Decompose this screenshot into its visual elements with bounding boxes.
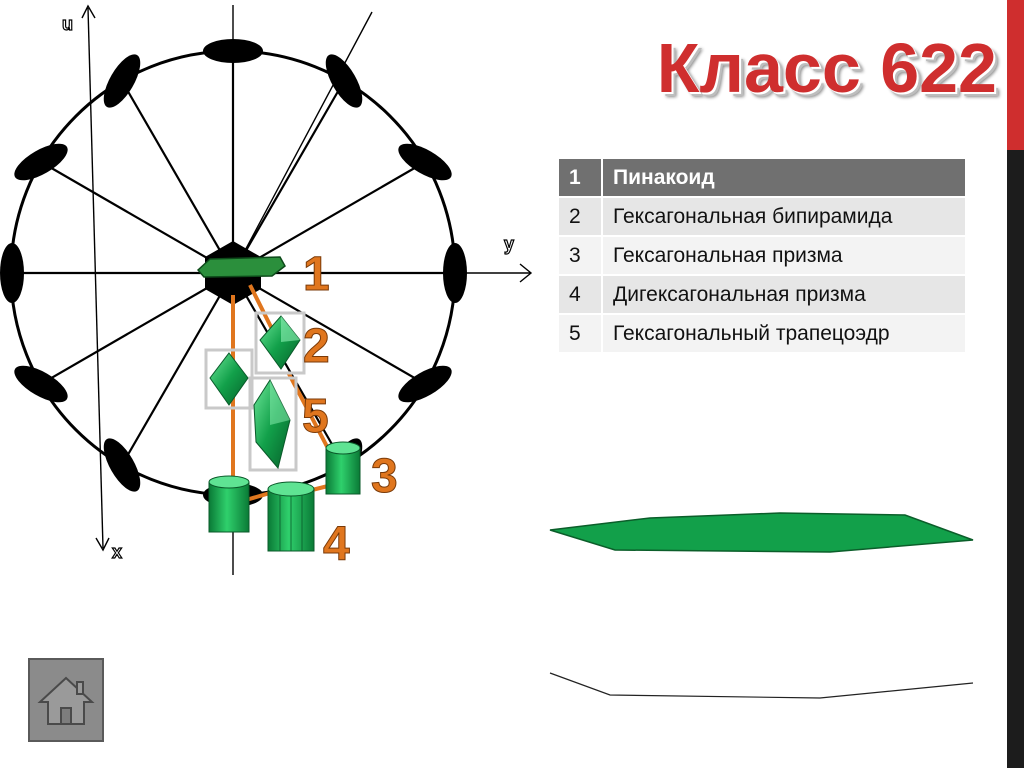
position-labels: 1 2 5 3 4	[302, 248, 399, 572]
connector-line	[245, 491, 271, 502]
stereographic-projection: u x y 1 2 5 3 4	[0, 4, 533, 575]
crystal-frame	[248, 376, 298, 472]
prism-top	[325, 441, 361, 455]
twofold-axis-mark	[203, 39, 263, 63]
hexagonal-prism-shape	[325, 441, 361, 495]
slide-frame-accent	[1007, 0, 1024, 150]
bipyramid-highlight	[281, 316, 300, 342]
form-number: 5	[559, 315, 603, 352]
position-label-1: 1	[303, 248, 330, 301]
form-number: 4	[559, 276, 603, 313]
hexagonal-prism-shape	[208, 475, 250, 533]
prism-top	[208, 475, 250, 489]
simple-forms-table: 1 Пинакоид 2 Гексагональная бипирамида 3…	[559, 157, 965, 354]
prism-body	[325, 447, 361, 495]
form-number: 1	[559, 159, 603, 196]
form-name: Дигексагональная призма	[603, 276, 965, 313]
dihexagonal-prism-shape	[267, 481, 315, 552]
axis-label-y: y	[504, 234, 514, 254]
connector-line	[248, 284, 277, 336]
twofold-axis-mark	[398, 365, 452, 403]
radial-line	[232, 161, 426, 274]
x-axis-arrow	[95, 537, 110, 552]
bipyramid-crystal	[259, 315, 301, 370]
radial-line	[40, 272, 234, 385]
slide-title: Класс 622	[656, 29, 997, 107]
table-row: 4 Дигексагональная призма	[559, 276, 965, 313]
form-name: Пинакоид	[603, 159, 965, 196]
form-number: 3	[559, 237, 603, 274]
radial-line	[232, 272, 426, 385]
prism-top	[267, 481, 315, 497]
table-row: 2 Гексагональная бипирамида	[559, 198, 965, 235]
radial-line	[40, 161, 234, 274]
position-label-3: 3	[371, 450, 398, 503]
radial-line	[232, 272, 345, 466]
twofold-axis-mark	[443, 243, 467, 303]
form-name: Гексагональная бипирамида	[603, 198, 965, 235]
table-row: 3 Гексагональная призма	[559, 237, 965, 274]
twofold-axis-mark	[14, 143, 68, 181]
pinacoid-bottom-face	[549, 672, 974, 699]
pinacoid-illustration	[549, 512, 974, 699]
y-axis-arrow	[519, 263, 533, 283]
form-number: 2	[559, 198, 603, 235]
table-row: 5 Гексагональный трапецоэдр	[559, 315, 965, 352]
twofold-axis-mark	[0, 243, 24, 303]
position-label-4: 4	[323, 518, 350, 571]
twofold-axis-mark	[325, 54, 363, 108]
position-label-2: 2	[303, 320, 330, 373]
x-axis	[87, 7, 104, 549]
radial-line	[121, 80, 234, 274]
diagonal-axis	[232, 11, 373, 274]
home-icon	[37, 676, 95, 725]
twofold-axis-mark	[103, 54, 141, 108]
table-row: 1 Пинакоид	[559, 159, 965, 196]
radial-line	[121, 272, 234, 466]
prism-body	[208, 481, 250, 533]
u-axis-arrow	[81, 4, 96, 19]
crystal-frame	[254, 311, 306, 375]
form-name: Гексагональная призма	[603, 237, 965, 274]
twofold-axis-mark	[14, 365, 68, 403]
twofold-axis-mark	[398, 143, 452, 181]
pinacoid-shape	[196, 256, 286, 278]
trapezohedron-highlight	[270, 380, 290, 425]
axis-label-u: u	[62, 14, 73, 34]
axis-label-x: x	[112, 542, 122, 562]
form-name: Гексагональный трапецоэдр	[603, 315, 965, 352]
bipyramid-crystal-small	[209, 352, 249, 406]
twofold-axis-mark	[103, 438, 141, 492]
pinacoid-top-face	[549, 512, 974, 553]
slide-frame-bar	[1007, 0, 1024, 768]
connector-line	[311, 484, 329, 492]
home-button[interactable]	[28, 658, 104, 742]
position-label-5: 5	[302, 390, 329, 443]
radial-line	[232, 80, 345, 274]
